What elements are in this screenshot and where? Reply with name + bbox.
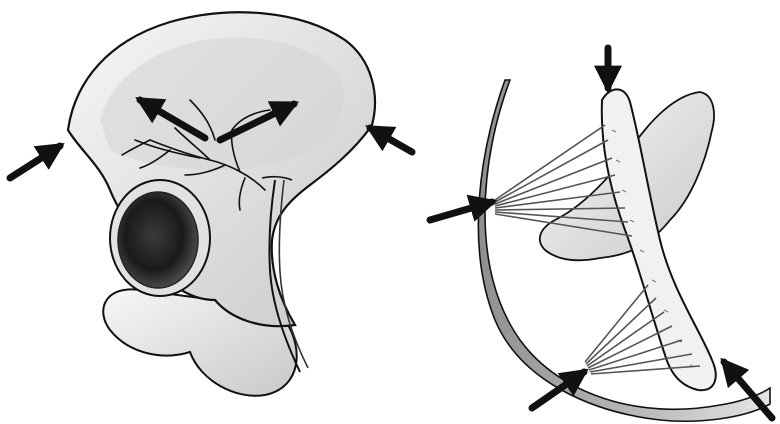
arrow-right-lateral: [370, 128, 412, 152]
arrow-left-lateral: [10, 146, 60, 178]
iliac-crest-fan-view: [430, 48, 772, 421]
acetabulum-cavity: [118, 192, 198, 288]
pelvis-lateral-view: [10, 12, 412, 395]
